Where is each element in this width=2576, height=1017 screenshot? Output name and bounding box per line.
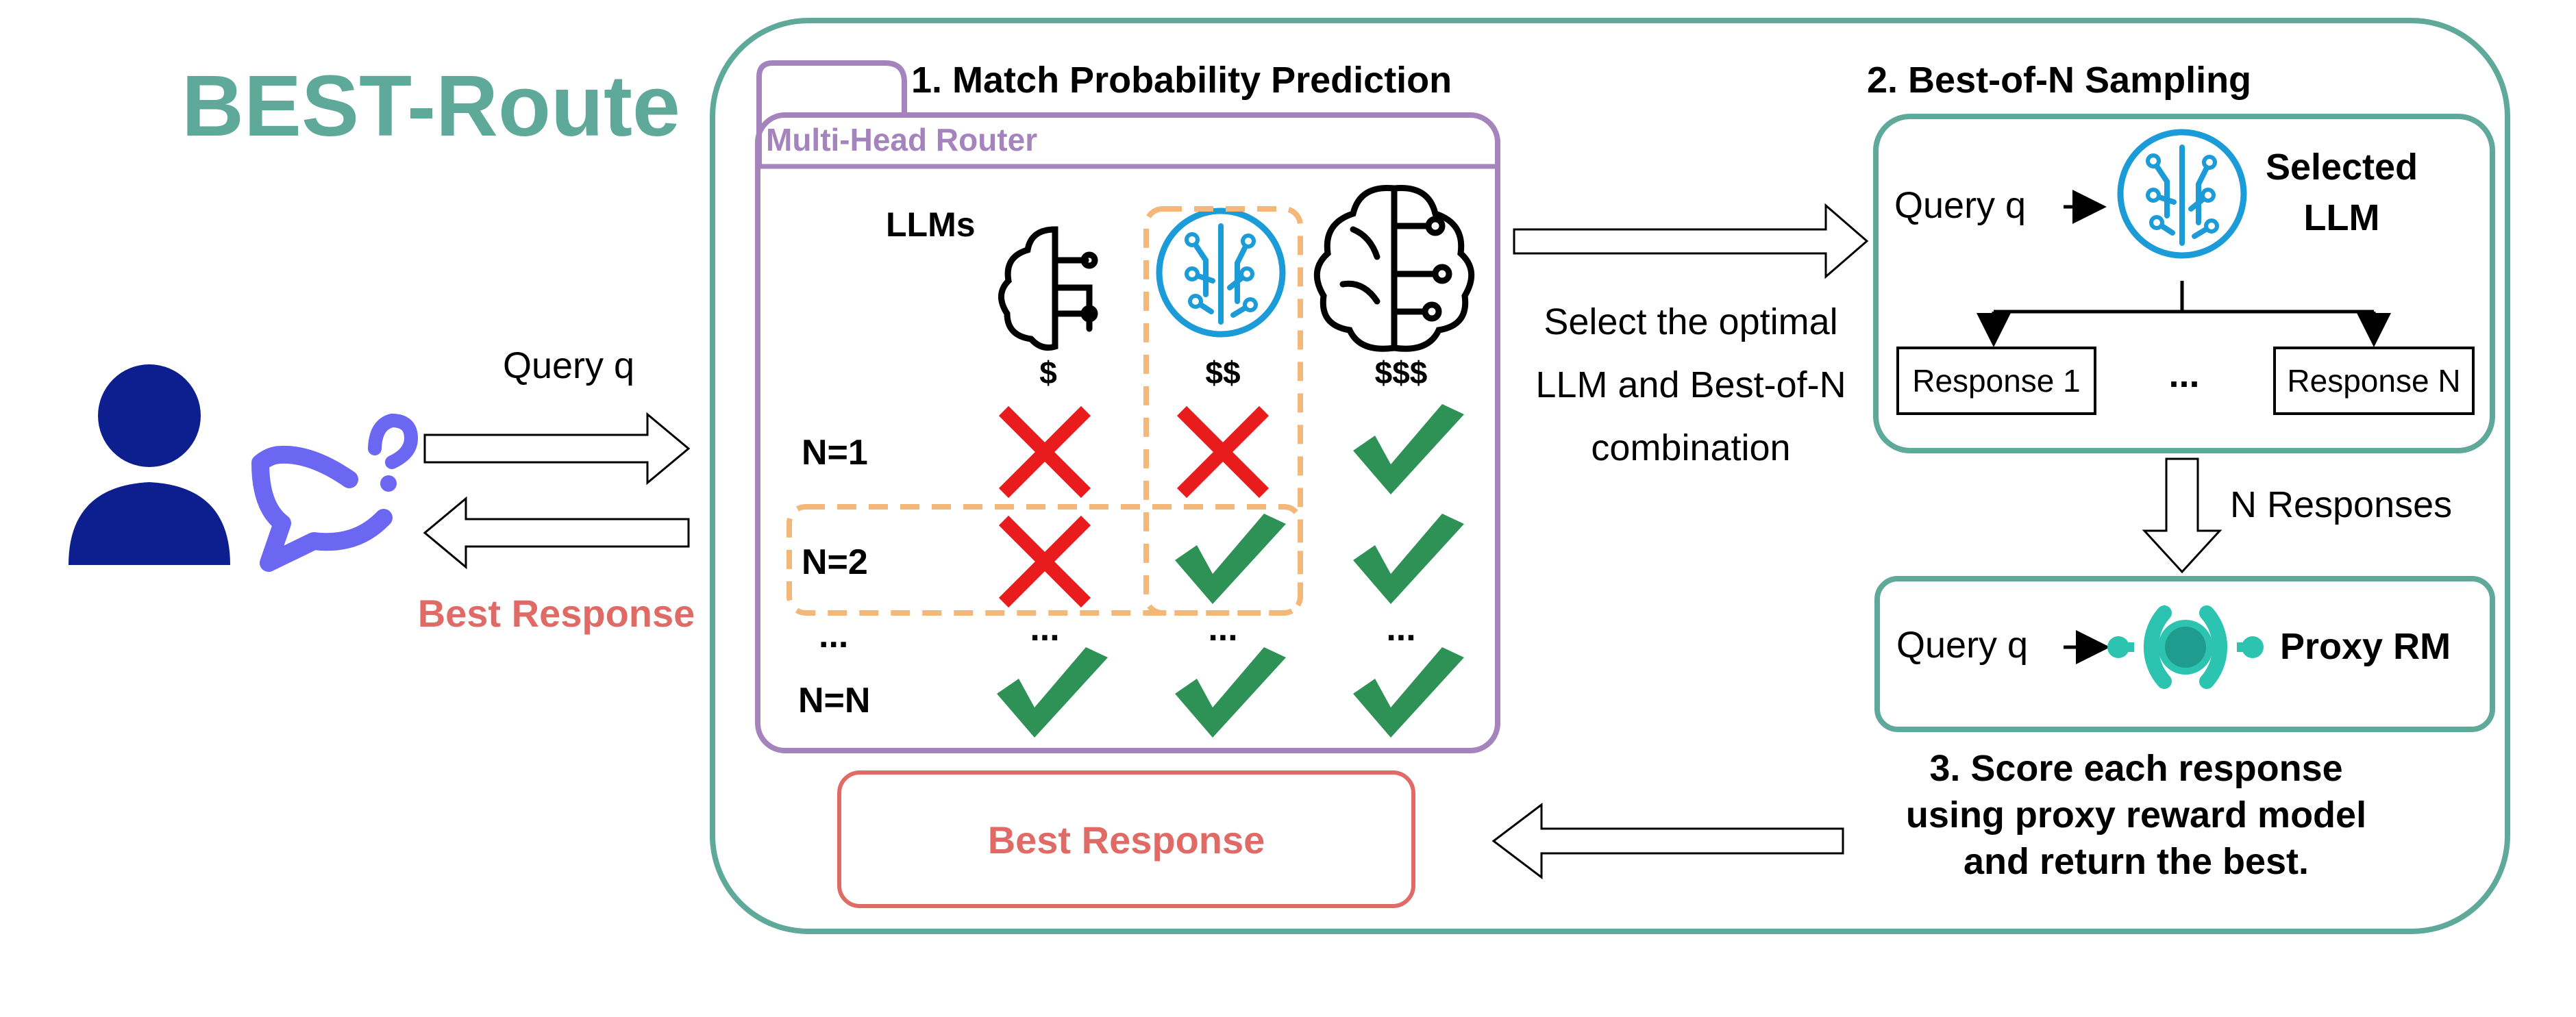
svg-text:...: ... — [1030, 609, 1059, 649]
return-arrow-left — [1491, 802, 1844, 880]
proxy-rm-label: Proxy RM — [2280, 626, 2451, 667]
response-1-box — [1896, 347, 2096, 415]
router-label: Multi-Head Router — [766, 122, 1037, 158]
cross-mark-icon — [998, 405, 1091, 499]
check-mark-icon — [1353, 647, 1464, 738]
n-responses-arrow-down — [2142, 457, 2222, 574]
large-llm-brain-icon — [1313, 184, 1475, 352]
responses-ellipsis: ... — [2168, 354, 2199, 395]
check-mark-icon — [1175, 514, 1286, 604]
router-frame — [755, 112, 1500, 753]
best-response-box — [837, 770, 1415, 908]
ellipsis-mark: ... — [1208, 609, 1237, 649]
response-1-label: Response 1 — [1912, 363, 2081, 399]
step2-title: 2. Best-of-N Sampling — [1867, 60, 2251, 101]
check-mark-icon — [1353, 404, 1464, 494]
row-label-n1: N=1 — [802, 433, 868, 473]
row-label-n2: N=2 — [802, 542, 868, 582]
router-tab-frame — [756, 60, 907, 168]
user-query-label: Query q — [503, 345, 634, 386]
select-text-line2: LLM and Best-of-N — [1535, 364, 1846, 405]
best-route-outer-frame — [710, 18, 2510, 934]
llms-label: LLMs — [886, 205, 976, 244]
step3-text-line2: using proxy reward model — [1906, 794, 2366, 836]
sampling-frame — [1873, 114, 2495, 453]
diagram-title: BEST-Route — [182, 58, 680, 154]
check-mark-icon — [1175, 647, 1286, 738]
match-probability-marks: ......... — [997, 404, 1464, 738]
selected-llm-label-line2: LLM — [2304, 197, 2380, 238]
proxy-rm-frame — [1874, 576, 2495, 732]
select-text-line1: Select the optimal — [1544, 301, 1837, 342]
selected-n-highlight — [787, 504, 1303, 616]
step3-text-line3: and return the best. — [1964, 841, 2309, 882]
sampling-query-label: Query q — [1894, 185, 2026, 226]
chat-question-icon — [251, 413, 419, 572]
response-n-label: Response N — [2287, 363, 2460, 399]
step1-title: 1. Match Probability Prediction — [911, 60, 1452, 101]
medium-llm-circuit-brain-icon — [1156, 208, 1286, 338]
selected-llm-circuit-brain-icon — [2117, 129, 2247, 259]
query-arrow-right — [423, 412, 691, 486]
best-response-box-label: Best Response — [988, 818, 1265, 862]
selected-llm-label-line1: Selected — [2266, 147, 2418, 188]
row-label-ellipsis: ... — [819, 616, 848, 655]
response-arrow-left — [423, 496, 690, 570]
ellipsis-mark: ... — [1030, 609, 1059, 649]
cross-mark-icon — [1176, 405, 1270, 499]
svg-text:...: ... — [1386, 609, 1415, 649]
small-llm-brain-icon — [998, 226, 1098, 351]
select-arrow-right — [1513, 203, 1869, 279]
select-text-line3: combination — [1591, 427, 1790, 468]
proxy-query-label: Query q — [1896, 625, 2028, 666]
check-mark-icon — [1353, 514, 1464, 604]
cross-mark-icon — [998, 515, 1091, 608]
n-responses-label: N Responses — [2230, 484, 2452, 525]
step3-text-line1: 3. Score each response — [1929, 748, 2342, 789]
proxy-rm-icon — [2107, 605, 2264, 689]
user-best-response-label: Best Response — [418, 592, 695, 635]
cost-label-large: $$$ — [1375, 355, 1428, 390]
cost-label-small: $ — [1039, 355, 1057, 390]
svg-text:...: ... — [1208, 609, 1237, 649]
row-label-nn: N=N — [798, 681, 870, 720]
cost-label-medium: $$ — [1205, 355, 1240, 390]
response-n-box — [2273, 347, 2475, 415]
user-icon — [69, 364, 230, 565]
ellipsis-mark: ... — [1386, 609, 1415, 649]
check-mark-icon — [997, 647, 1108, 738]
